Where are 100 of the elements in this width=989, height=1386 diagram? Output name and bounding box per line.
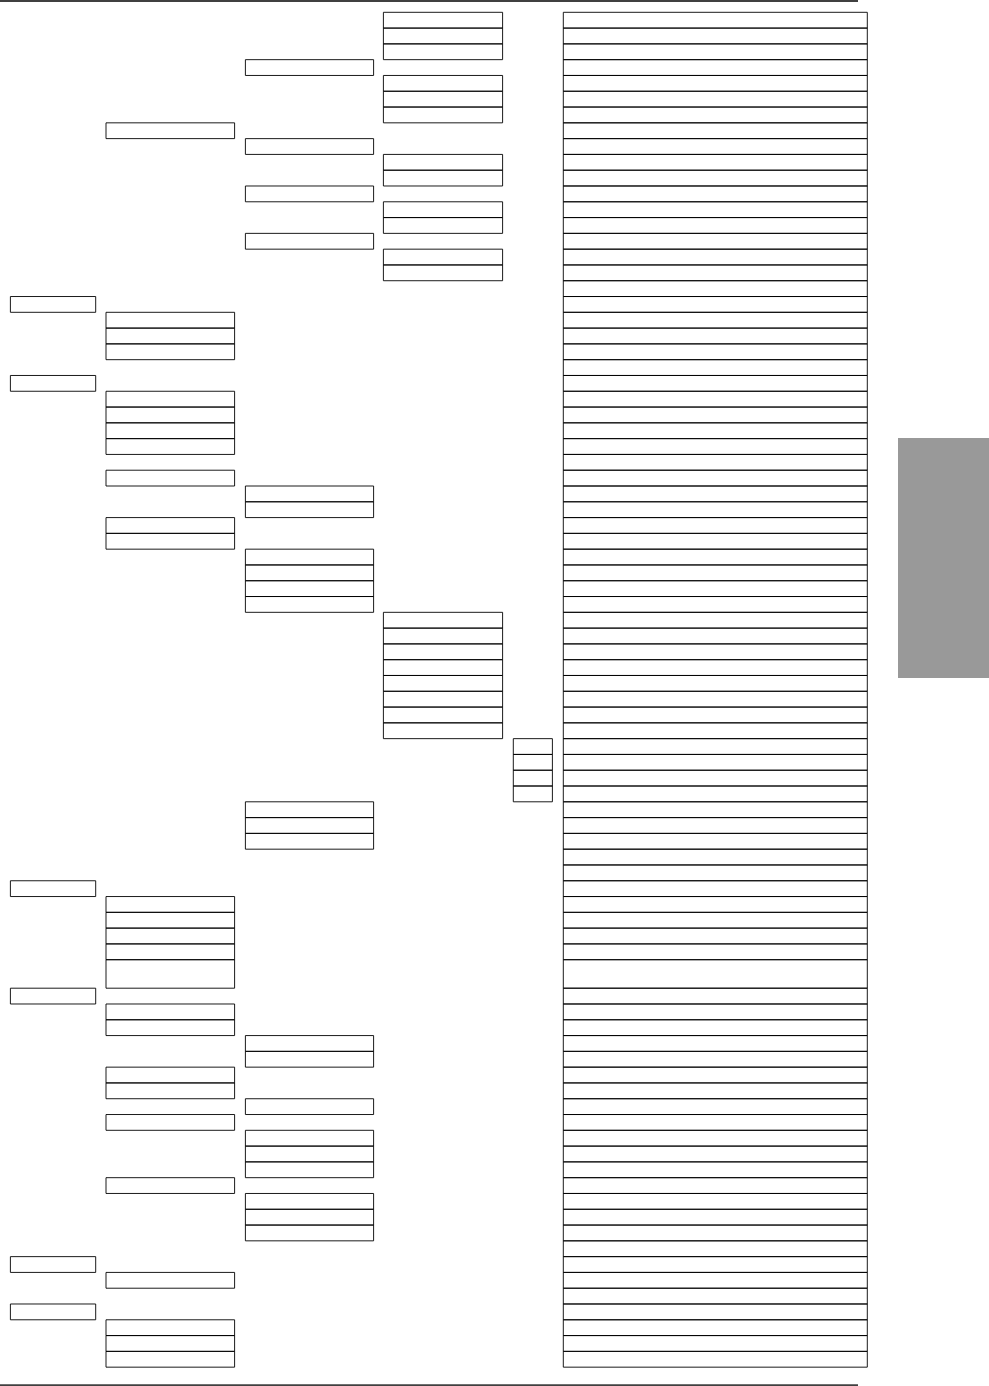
table-row-box (562, 706, 868, 724)
table-row-box (562, 311, 868, 329)
table-row-box (562, 1287, 868, 1305)
table-row-box (562, 59, 868, 76)
menu-box (9, 880, 97, 897)
menu-box (382, 675, 504, 692)
menu-box (105, 311, 236, 329)
menu-box (382, 706, 504, 724)
table-row-box (562, 1319, 868, 1337)
table-row-box (562, 1256, 868, 1273)
menu-box (244, 596, 375, 613)
menu-box (244, 185, 375, 203)
table-row-box (562, 675, 868, 692)
table-row-box (562, 864, 868, 882)
table-row-box (562, 659, 868, 676)
table-row-box (562, 1240, 868, 1258)
menu-box (244, 564, 375, 582)
menu-box (105, 438, 236, 455)
menu-box (244, 501, 375, 519)
table-row-box (562, 501, 868, 519)
menu-box (105, 422, 236, 440)
table-row-box (562, 1335, 868, 1352)
menu-box (244, 1193, 375, 1210)
table-row-box (562, 11, 868, 29)
menu-box (105, 1082, 236, 1100)
menu-box (382, 690, 504, 708)
menu-box (9, 1303, 97, 1321)
table-row-box (562, 1129, 868, 1147)
table-row-box (562, 1003, 868, 1021)
table-row-box (562, 548, 868, 566)
table-row-box (562, 106, 868, 124)
table-row-box (562, 738, 868, 755)
menu-box (382, 75, 504, 92)
menu-box (9, 296, 97, 313)
table-row-box (562, 580, 868, 597)
menu-box (105, 1019, 236, 1036)
menu-box (382, 90, 504, 108)
table-row-box (562, 1208, 868, 1226)
menu-box (105, 390, 236, 408)
table-row-box (562, 1145, 868, 1163)
menu-box (244, 1098, 375, 1115)
table-row-box (562, 1350, 868, 1368)
table-row-box (562, 264, 868, 282)
menu-box (244, 1145, 375, 1163)
table-row-box (562, 1161, 868, 1179)
table-row-box (562, 469, 868, 487)
table-row-box (562, 359, 868, 376)
menu-box (105, 911, 236, 929)
table-row-box (562, 27, 868, 45)
menu-box (244, 580, 375, 597)
table-row-box (562, 817, 868, 834)
menu-box (105, 517, 236, 534)
table-row-box (562, 959, 868, 989)
menu-box (105, 532, 236, 550)
menu-box (382, 43, 504, 61)
menu-box (512, 753, 553, 771)
menu-box (244, 1224, 375, 1242)
menu-box (382, 11, 504, 29)
table-row-box (562, 1271, 868, 1289)
menu-box (244, 232, 375, 250)
table-row-box (562, 801, 868, 819)
table-row-box (562, 1193, 868, 1210)
menu-box (382, 627, 504, 645)
menu-box (105, 327, 236, 345)
table-row-box (562, 122, 868, 140)
menu-box (105, 122, 236, 140)
table-row-box (562, 201, 868, 219)
table-row-box (562, 327, 868, 345)
table-row-box (562, 943, 868, 961)
table-row-box (562, 1035, 868, 1052)
menu-box (382, 201, 504, 219)
table-row-box (562, 343, 868, 361)
table-row-box (562, 1224, 868, 1242)
table-row-box (562, 532, 868, 550)
menu-box (9, 1256, 97, 1273)
table-row-box (562, 927, 868, 945)
table-row-box (562, 438, 868, 455)
table-row-box (562, 153, 868, 171)
menu-box (244, 817, 375, 834)
menu-box (105, 1271, 236, 1289)
table-row-box (562, 138, 868, 155)
menu-box (382, 264, 504, 282)
table-row-box (562, 769, 868, 787)
menu-box (382, 106, 504, 124)
table-row-box (562, 1019, 868, 1036)
table-row-box (562, 690, 868, 708)
table-row-box (562, 169, 868, 187)
table-row-box (562, 280, 868, 297)
table-row-box (562, 517, 868, 534)
table-row-box (562, 832, 868, 850)
table-row-box (562, 406, 868, 424)
menu-box (512, 769, 553, 787)
menu-box (105, 1335, 236, 1352)
table-row-box (562, 896, 868, 913)
table-row-box (562, 485, 868, 503)
table-row-box (562, 375, 868, 392)
table-row-box (562, 248, 868, 266)
table-row-box (562, 1114, 868, 1131)
menu-box (382, 643, 504, 661)
table-row-box (562, 185, 868, 203)
